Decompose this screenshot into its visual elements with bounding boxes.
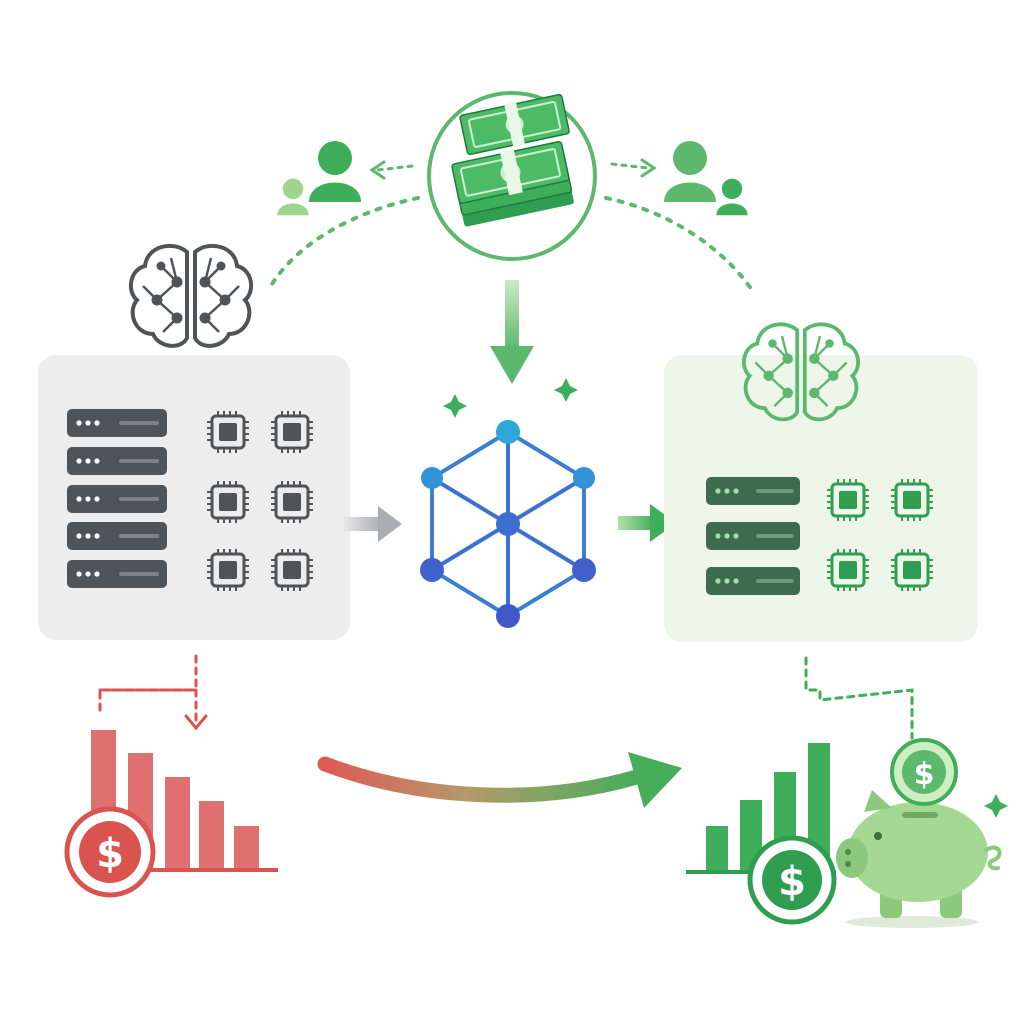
cpu-chip-icon	[825, 477, 871, 523]
dollar-coin-icon: $	[890, 738, 958, 806]
cpu-chip-icon	[889, 547, 935, 593]
user-group-left	[277, 141, 361, 216]
cpu-chip-icon	[205, 409, 251, 455]
arrow-to-optimized	[618, 504, 676, 542]
sparkle-icon	[984, 794, 1008, 818]
server-rack-icon	[706, 477, 800, 595]
piggy-bank-icon	[836, 790, 1002, 928]
sparkle-icon	[443, 378, 578, 418]
dotted-connector-left	[98, 654, 208, 731]
brain-network-icon	[128, 243, 254, 348]
declining-cost-chart: $	[64, 730, 278, 898]
funding-node	[427, 91, 597, 261]
server-rack-icon	[67, 409, 167, 588]
down-arrow	[490, 280, 534, 384]
cpu-chip-icon	[889, 477, 935, 523]
cpu-chip-icon	[269, 547, 315, 593]
user-group-icon	[277, 141, 361, 216]
cpu-chip-icon	[205, 547, 251, 593]
legacy-infrastructure-panel	[38, 355, 350, 640]
transition-arrow	[317, 752, 682, 808]
cpu-chip-icon	[269, 479, 315, 525]
dollar-coin-icon: $	[747, 835, 837, 925]
cpu-chip-icon	[269, 409, 315, 455]
coin-currency-symbol: $	[96, 831, 124, 877]
user-group-right	[664, 141, 748, 216]
coin-currency-symbol: $	[778, 859, 806, 905]
dotted-arc-left	[270, 196, 420, 286]
dotted-arrow-to-left-users	[369, 160, 414, 180]
rising-savings-chart: $	[686, 743, 837, 925]
dollar-coin-icon: $	[64, 806, 156, 898]
cpu-chip-icon	[205, 479, 251, 525]
network-cube-icon	[420, 420, 596, 628]
user-group-icon	[664, 141, 748, 216]
cpu-chip-icon	[825, 547, 871, 593]
optimized-infrastructure-panel	[664, 322, 978, 642]
dotted-connector-right	[804, 656, 914, 740]
arrow-to-network	[344, 506, 402, 542]
dotted-arrow-to-right-users	[610, 158, 657, 178]
coin-currency-symbol: $	[914, 757, 935, 792]
dotted-arc-right	[604, 196, 754, 292]
money-stack-icon	[451, 93, 574, 227]
